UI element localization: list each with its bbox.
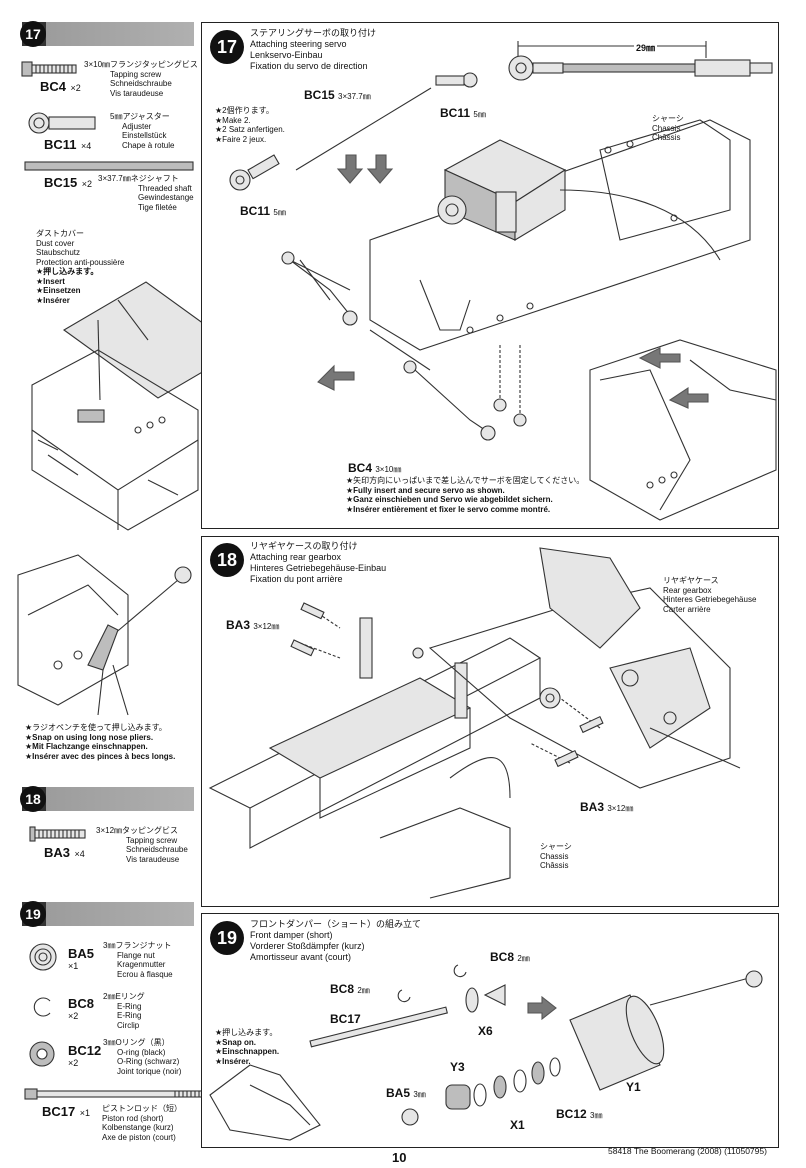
bc17-part-code: BC17 ×1	[42, 1104, 90, 1119]
x1-callout: X1	[510, 1118, 525, 1132]
bc11-adjuster-icon	[28, 112, 96, 134]
manual-reference: 58418 The Boomerang (2008) (11050795)	[608, 1146, 767, 1156]
adjuster-dimension-diagram	[508, 41, 773, 81]
bc15-callout: BC15 3×37.7㎜	[304, 88, 371, 102]
bc12-part-code: BC12×2	[68, 1043, 102, 1068]
ba5-flange-nut-icon	[29, 943, 57, 971]
rear-gearbox-diagram	[208, 547, 741, 899]
parts-header-18: 18	[20, 786, 194, 812]
parts-header-19: 19	[20, 901, 194, 927]
y1-callout: Y1	[626, 1080, 641, 1094]
y3-callout: Y3	[450, 1060, 465, 1074]
bc8-part-code: BC8×2	[68, 996, 95, 1021]
step-19-badge: 19	[210, 921, 244, 955]
ba3-callout-bottom: BA3 3×12㎜	[580, 800, 634, 814]
bc12-description: 3㎜Oリング（黒）O-ring (black) O-Ring (schwarz)…	[103, 1038, 182, 1076]
bc11-callout-bottom: BC11 5㎜	[240, 204, 286, 218]
bc11-part-code: BC11 ×4	[44, 137, 92, 152]
bc4-screw-icon	[21, 61, 77, 77]
bc12-o-ring-icon	[29, 1041, 55, 1067]
steering-detail-diagram	[589, 339, 777, 521]
step-number-badge: 18	[20, 786, 46, 812]
step-number-badge: 19	[20, 901, 46, 927]
ba3-part-code: BA3 ×4	[44, 845, 85, 860]
servo-secure-note: ★矢印方向にいっぱいまで差し込んでサーボを固定してください。★Fully ins…	[346, 476, 585, 514]
ba3-screw-icon	[29, 826, 86, 842]
bc17-piston-rod-icon	[24, 1088, 210, 1100]
x6-callout: X6	[478, 1024, 493, 1038]
bc17-callout: BC17	[330, 1012, 361, 1026]
pliers-diagram	[17, 554, 192, 716]
bc4-part-code: BC4 ×2	[40, 79, 81, 94]
pliers-note: ★ラジオペンチを使って押し込みます。★Snap on using long no…	[25, 723, 176, 761]
ba5-part-code: BA5×1	[68, 946, 95, 971]
direction-arrow-left	[317, 364, 355, 391]
bc8-callout-top: BC8 2㎜	[490, 950, 530, 964]
bc4-callout: BC4 3×10㎜	[348, 461, 402, 475]
insert-arrows	[336, 154, 394, 184]
tie-rod-exploded-diagram	[229, 72, 478, 191]
damper-exploded-diagram	[209, 964, 763, 1141]
step-19-panel	[201, 913, 779, 1148]
bc15-threaded-shaft-icon	[24, 161, 194, 171]
make-two-note: ★2個作ります。★Make 2.★2 Satz anfertigen.★Fair…	[215, 106, 285, 144]
step-number-badge: 17	[20, 21, 46, 47]
parts-header-17: 17	[20, 21, 194, 47]
ba3-callout-top: BA3 3×12㎜	[226, 618, 280, 632]
ba5-callout: BA5 3㎜	[386, 1086, 426, 1100]
bc8-callout-left: BC8 2㎜	[330, 982, 370, 996]
bc15-part-code: BC15 ×2	[44, 175, 92, 190]
adjuster-dimension-label: 29㎜	[634, 41, 658, 54]
bc11-callout-top: BC11 5㎜	[440, 106, 486, 120]
page-number: 10	[392, 1150, 407, 1165]
step-17-badge: 17	[210, 30, 244, 64]
snap-on-note: ★押し込みます。★Snap on. ★Einschnappen.★Insérer…	[215, 1028, 280, 1066]
bc8-e-ring-icon	[33, 997, 51, 1017]
servo-chassis-diagram	[281, 119, 751, 441]
bc17-description: ピストンロッド（短）Piston rod (short) Kolbenstang…	[102, 1104, 182, 1142]
bc12-callout: BC12 3㎜	[556, 1107, 603, 1121]
step-18-badge: 18	[210, 543, 244, 577]
dust-cover-diagram	[31, 281, 242, 531]
